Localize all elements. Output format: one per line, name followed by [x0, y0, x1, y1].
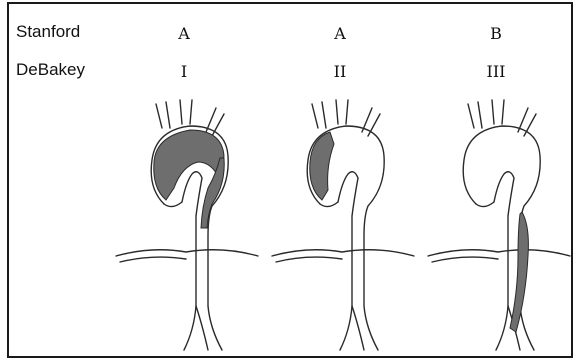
debakey-class-col1: I [154, 62, 214, 81]
debakey-class-col2: II [310, 62, 370, 81]
aorta-dissection-type-ii-icon [268, 96, 418, 354]
stanford-class-col3: B [466, 24, 526, 43]
stanford-row-label: Stanford [16, 22, 80, 42]
debakey-class-col3: III [466, 62, 526, 81]
stanford-class-col1: A [154, 24, 214, 43]
debakey-row-label: DeBakey [16, 60, 85, 80]
aorta-dissection-type-i-icon [112, 96, 262, 354]
aorta-dissection-type-iii-icon [424, 96, 574, 354]
stanford-class-col2: A [310, 24, 370, 43]
